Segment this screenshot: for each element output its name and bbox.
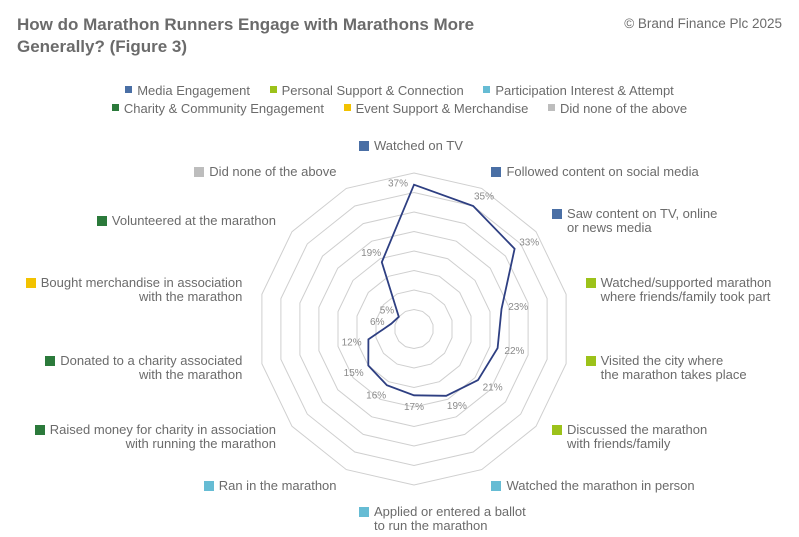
- axis-label-text: Bought merchandise in association with t…: [40, 275, 243, 305]
- axis-label-text: Did none of the above: [209, 164, 337, 180]
- axis-swatch-personal: [585, 278, 596, 289]
- axis-label-text: Discussed the marathon with friends/fami…: [567, 422, 708, 452]
- axis-swatch-media: [359, 141, 369, 151]
- axis-label: Saw content on TV, online or news media: [552, 205, 718, 235]
- axis-label: Watched on TV: [359, 139, 463, 153]
- grid-ring-5: [394, 308, 434, 350]
- data-label: 23%: [508, 302, 528, 313]
- axis-label: Visited the city where the marathon take…: [585, 352, 747, 382]
- legend-swatch-charity: [111, 104, 119, 111]
- legend-label: Event Support & Merchandise: [355, 101, 529, 116]
- data-label: 22%: [504, 346, 524, 357]
- grid-ring-25: [318, 230, 510, 428]
- data-label: 37%: [388, 179, 408, 190]
- axis-label-text: Saw content on TV, online or news media: [567, 205, 718, 235]
- axis-label: Volunteered at the marathon: [96, 212, 276, 228]
- axis-label: Donated to a charity associated with the…: [45, 352, 243, 382]
- axis-label-text: Watched the marathon in person: [506, 477, 695, 493]
- data-label: 15%: [344, 368, 364, 379]
- grid-ring-35: [280, 191, 548, 467]
- axis-label-text: Watched on TV: [374, 138, 463, 153]
- grid-ring-15: [356, 269, 472, 389]
- axis-label-text: Donated to a charity associated with the…: [60, 352, 243, 382]
- axis-label: Watched/supported marathon where friends…: [585, 275, 772, 305]
- grid-ring-10: [375, 289, 453, 369]
- axis-label: Applied or entered a ballot to run the m…: [359, 505, 526, 533]
- data-label: 35%: [474, 192, 494, 203]
- axis-label: Followed content on social media: [491, 164, 699, 180]
- copyright-notice: © Brand Finance Plc 2025: [624, 16, 782, 31]
- legend-swatch-personal: [269, 86, 277, 93]
- legend-label: Personal Support & Connection: [281, 83, 464, 98]
- axis-label: Bought merchandise in association with t…: [25, 275, 243, 305]
- grid-ring-20: [337, 250, 491, 408]
- data-label: 17%: [404, 402, 424, 413]
- data-label: 12%: [342, 337, 362, 348]
- axis-swatch-none: [194, 167, 205, 178]
- axis-swatch-charity: [34, 425, 45, 436]
- axis-swatch-personal: [552, 425, 563, 436]
- axis-swatch-participation: [203, 480, 214, 491]
- series-line: [367, 183, 516, 397]
- axis-swatch-charity: [96, 215, 107, 226]
- legend-label: Participation Interest & Attempt: [495, 83, 674, 98]
- chart-title: How do Marathon Runners Engage with Mara…: [17, 15, 475, 56]
- data-label: 6%: [370, 317, 385, 328]
- legend-item-charity: Charity & Community Engagement: [111, 101, 324, 116]
- axis-swatch-media: [491, 167, 502, 178]
- axis-swatch-participation: [359, 507, 369, 517]
- axis-label-text: Ran in the marathon: [218, 477, 337, 493]
- data-label: 33%: [519, 237, 539, 248]
- legend-label: Media Engagement: [137, 83, 250, 98]
- grid-ring-30: [299, 211, 529, 447]
- data-label: 19%: [447, 401, 467, 412]
- legend-label: Charity & Community Engagement: [123, 101, 324, 116]
- legend-swatch-media: [125, 86, 133, 93]
- data-label: 21%: [483, 382, 503, 393]
- legend-swatch-event: [343, 104, 351, 111]
- legend-item-event: Event Support & Merchandise: [343, 101, 529, 116]
- axis-swatch-media: [552, 208, 563, 219]
- legend-item-personal: Personal Support & Connection: [269, 83, 464, 98]
- axis-label: Watched the marathon in person: [491, 477, 695, 493]
- legend-row-1: Media Engagement Personal Support & Conn…: [0, 83, 799, 98]
- axis-label: Raised money for charity in association …: [34, 422, 276, 452]
- axis-swatch-charity: [45, 355, 56, 366]
- axis-label: Did none of the above: [194, 164, 337, 180]
- legend-swatch-none: [547, 104, 555, 111]
- axis-label-text: Visited the city where the marathon take…: [600, 352, 747, 382]
- axis-label: Ran in the marathon: [203, 477, 337, 493]
- data-label: 19%: [361, 248, 381, 259]
- legend-label: Did none of the above: [559, 101, 688, 116]
- grid-ring-40: [261, 172, 567, 486]
- axis-swatch-personal: [585, 355, 596, 366]
- axis-label-text: Followed content on social media: [506, 164, 699, 180]
- legend-row-2: Charity & Community Engagement Event Sup…: [0, 101, 799, 116]
- axis-label-text: Raised money for charity in association …: [49, 422, 276, 452]
- axis-label-text: Applied or entered a ballot to run the m…: [374, 504, 526, 533]
- axis-swatch-participation: [491, 480, 502, 491]
- axis-label-text: Volunteered at the marathon: [111, 212, 276, 228]
- axis-label-text: Watched/supported marathon where friends…: [600, 275, 772, 305]
- axis-label: Discussed the marathon with friends/fami…: [552, 423, 707, 451]
- legend-item-participation: Participation Interest & Attempt: [483, 83, 674, 98]
- legend-swatch-participation: [483, 86, 491, 93]
- data-label: 16%: [366, 391, 386, 402]
- axis-swatch-event: [25, 278, 36, 289]
- data-label: 5%: [380, 306, 395, 317]
- legend-item-media: Media Engagement: [125, 83, 250, 98]
- legend-item-none: Did none of the above: [547, 101, 688, 116]
